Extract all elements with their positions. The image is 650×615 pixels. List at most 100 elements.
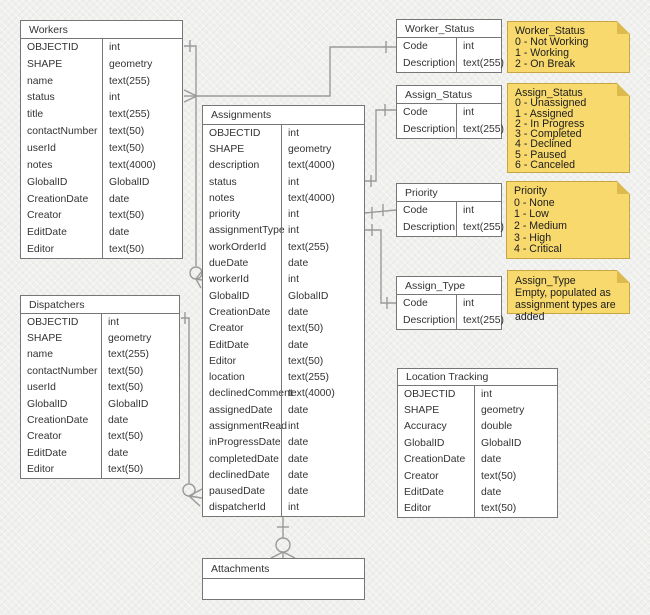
field-name: dueDate — [209, 258, 249, 270]
field-type: date — [281, 336, 364, 354]
field-name: Editor — [27, 244, 55, 256]
note-line: 0 - None — [514, 196, 555, 209]
field-type: text(50) — [102, 140, 182, 157]
field-name: userId — [27, 382, 56, 394]
field-type: GlobalID — [474, 435, 557, 452]
field-name: GlobalID — [209, 290, 250, 302]
field-name: SHAPE — [27, 58, 63, 70]
connector-assignments-to-assign-type[interactable] — [365, 224, 396, 309]
note-line: 3 - High — [514, 231, 552, 244]
field-name: Editor — [404, 503, 432, 515]
field-name: declinedDate — [209, 469, 270, 481]
field-type: text(255) — [281, 239, 364, 256]
field-name: status — [27, 92, 55, 104]
field-name: name — [27, 75, 53, 87]
field-type: int — [456, 38, 501, 55]
entity-title: Assign_Type — [397, 277, 501, 295]
connector-workers-to-worker-status[interactable] — [183, 41, 396, 103]
field-name: notes — [27, 159, 53, 171]
field-type: text(50) — [101, 363, 179, 380]
entity-title: Assign_Status — [397, 86, 501, 104]
entity-title: Attachments — [203, 559, 364, 579]
field-type: date — [101, 412, 179, 429]
entity-attachments[interactable]: Attachments — [202, 558, 365, 600]
field-type: double — [474, 418, 557, 436]
entity-title: Workers — [21, 21, 182, 39]
field-type: date — [102, 190, 182, 208]
field-name: contactNumber — [27, 126, 98, 138]
field-name: pausedDate — [209, 486, 266, 498]
field-type: text(50) — [281, 353, 364, 370]
field-type: GlobalID — [102, 173, 182, 191]
field-name: Creator — [209, 323, 244, 335]
field-name: EditDate — [27, 447, 67, 459]
field-name: Code — [403, 298, 428, 309]
connector-workers-to-assignments-workerid[interactable] — [184, 40, 203, 289]
field-row: status int — [21, 89, 182, 107]
note-line: 4 - Declined — [515, 138, 572, 151]
field-type: date — [102, 224, 182, 242]
field-type: int — [281, 271, 364, 288]
field-type: text(255) — [281, 369, 364, 386]
field-type: int — [102, 39, 182, 56]
note-fold-corner-icon — [617, 181, 630, 194]
field-type: int — [281, 206, 364, 223]
note-fold-corner-icon — [617, 83, 630, 96]
field-name: OBJECTID — [27, 316, 79, 328]
note-fold-corner-icon — [617, 21, 630, 34]
connector-dispatchers-to-assignments-dispatcherid[interactable] — [181, 312, 203, 507]
connector-assignments-to-attachments[interactable] — [270, 516, 296, 559]
connector-assignments-to-assign-status[interactable] — [365, 104, 396, 187]
field-type: date — [281, 450, 364, 468]
field-name: SHAPE — [209, 143, 245, 155]
field-name: completedDate — [209, 453, 279, 465]
field-name: SHAPE — [404, 405, 440, 417]
note-line: 2 - Medium — [514, 220, 567, 233]
note-line: 0 - Not Working — [515, 36, 589, 48]
field-name: Code — [403, 41, 428, 52]
field-type: int — [281, 125, 364, 142]
note-line: 6 - Canceled — [515, 158, 576, 171]
field-type: int — [102, 89, 182, 107]
connector-assignments-to-priority[interactable] — [364, 204, 397, 219]
field-name: GlobalID — [27, 176, 68, 188]
note-title: Priority — [514, 185, 547, 197]
note-line: 0 - Unassigned — [515, 97, 587, 110]
field-name: Creator — [27, 431, 62, 443]
field-name — [203, 579, 364, 599]
note-line: 4 - Critical — [514, 243, 562, 256]
field-type: text(50) — [281, 320, 364, 337]
field-type: geometry — [102, 55, 182, 73]
field-name: Editor — [209, 355, 237, 367]
